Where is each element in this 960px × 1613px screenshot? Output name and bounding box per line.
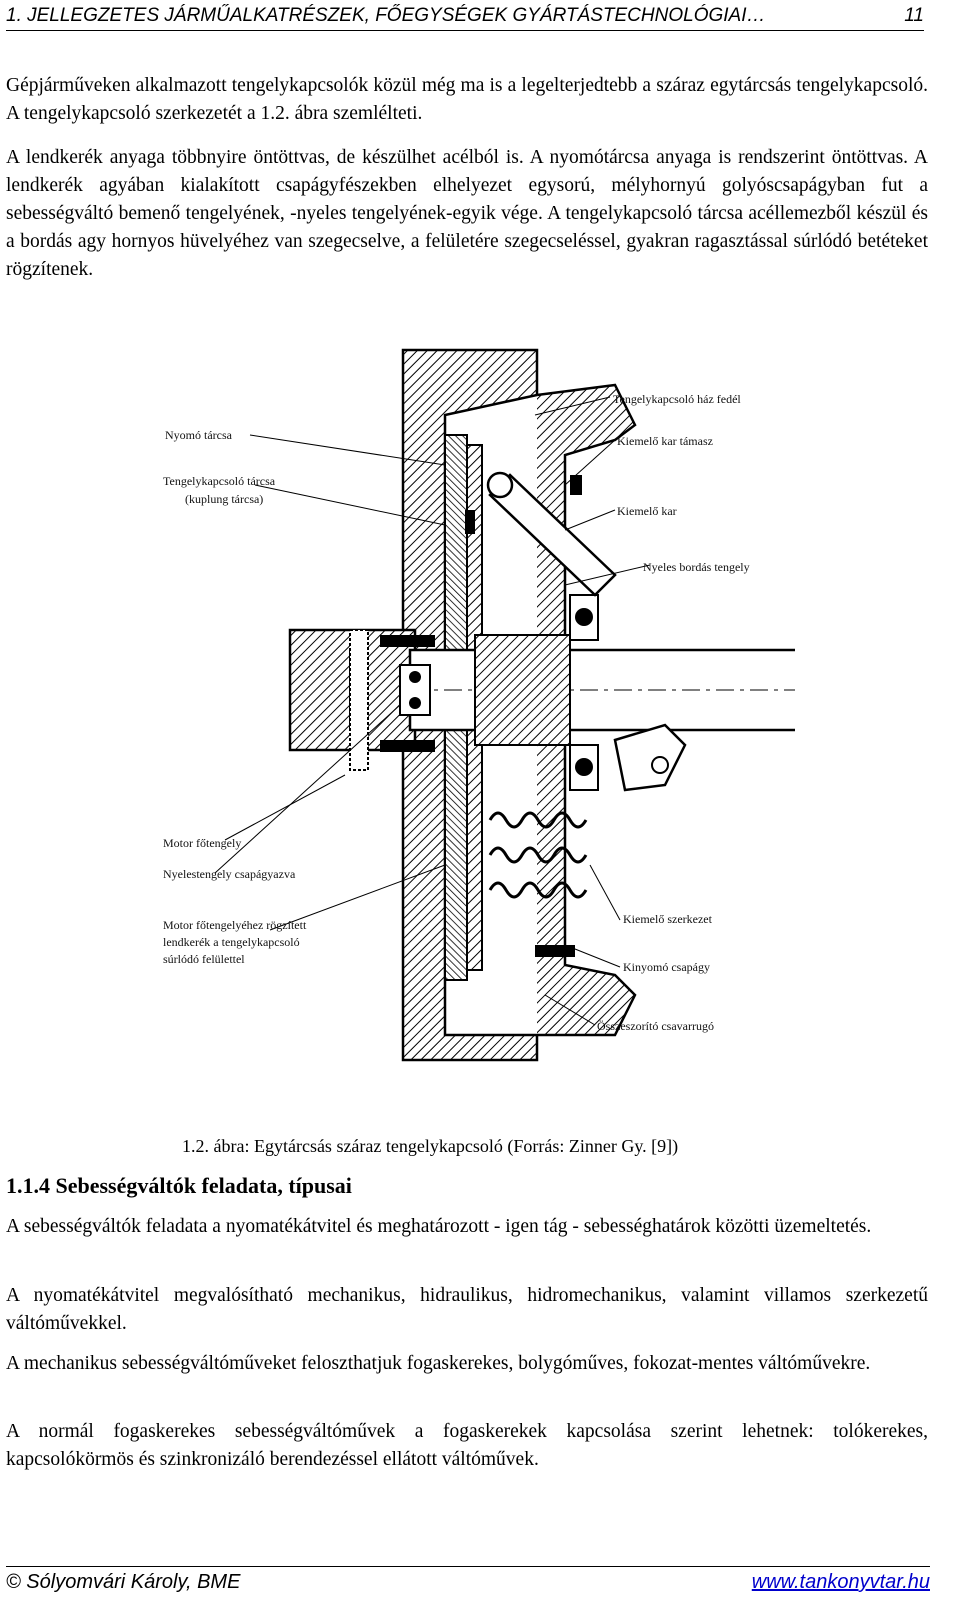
figure-caption: 1.2. ábra: Egytárcsás száraz tengelykapc…	[182, 1136, 679, 1156]
footer-author: © Sólyomvári Károly, BME	[6, 1571, 241, 1593]
section-paragraph-1: A sebességváltók feladata a nyomatékátvi…	[6, 1216, 872, 1237]
clutch-drawing: Tengelykapcsoló ház fedél Kiemelő kar tá…	[163, 348, 802, 1062]
label-cover: Tengelykapcsoló ház fedél	[613, 392, 741, 406]
label-clutch-disc-2: (kuplung tárcsa)	[185, 492, 263, 506]
label-clamp-bolt: Összeszorító csavarrugó	[597, 1019, 714, 1033]
page-footer: © Sólyomvári Károly, BME www.tankonyvtar…	[6, 1566, 930, 1597]
label-pilot-bearing: Nyelestengely csapágyazva	[163, 867, 296, 881]
label-release-mechanism: Kiemelő szerkezet	[623, 912, 713, 926]
label-flywheel-2: lendkerék a tengelykapcsoló	[163, 935, 300, 949]
label-flywheel-3: súrlódó felülettel	[163, 952, 245, 966]
section-heading: 1.1.4 Sebességváltók feladata, típusai	[6, 1173, 352, 1198]
clutch-diagram: Tengelykapcsoló ház fedél Kiemelő kar tá…	[145, 345, 802, 1075]
section-paragraph-4: A normál fogaskerekes sebességváltóművek…	[6, 1421, 928, 1470]
label-release-bearing: Kinyomó csapágy	[623, 960, 710, 974]
label-flywheel-1: Motor főtengelyéhez rögzített	[163, 918, 307, 932]
label-lever-support: Kiemelő kar támasz	[617, 434, 713, 448]
label-release-lever: Kiemelő kar	[617, 504, 677, 518]
label-splined-shaft: Nyeles bordás tengely	[643, 560, 750, 574]
footer-link[interactable]: www.tankonyvtar.hu	[751, 1571, 930, 1593]
intro-paragraph-2: A lendkerék anyaga többnyire öntöttvas, …	[6, 147, 928, 280]
label-crankshaft: Motor főtengely	[163, 836, 241, 850]
intro-paragraph-1: Gépjárműveken alkalmazott tengelykapcsol…	[6, 75, 928, 124]
header-title: 1. JELLEGZETES JÁRMŰALKATRÉSZEK, FŐEGYSÉ…	[6, 5, 766, 26]
page-header: 1. JELLEGZETES JÁRMŰALKATRÉSZEK, FŐEGYSÉ…	[6, 4, 924, 31]
label-pressure-plate: Nyomó tárcsa	[165, 428, 233, 442]
page-number: 11	[904, 5, 924, 26]
section-paragraph-3: A mechanikus sebességváltóműveket felosz…	[6, 1353, 871, 1374]
label-clutch-disc-1: Tengelykapcsoló tárcsa	[163, 474, 276, 488]
section-paragraph-2: A nyomatékátvitel megvalósítható mechani…	[6, 1285, 928, 1334]
